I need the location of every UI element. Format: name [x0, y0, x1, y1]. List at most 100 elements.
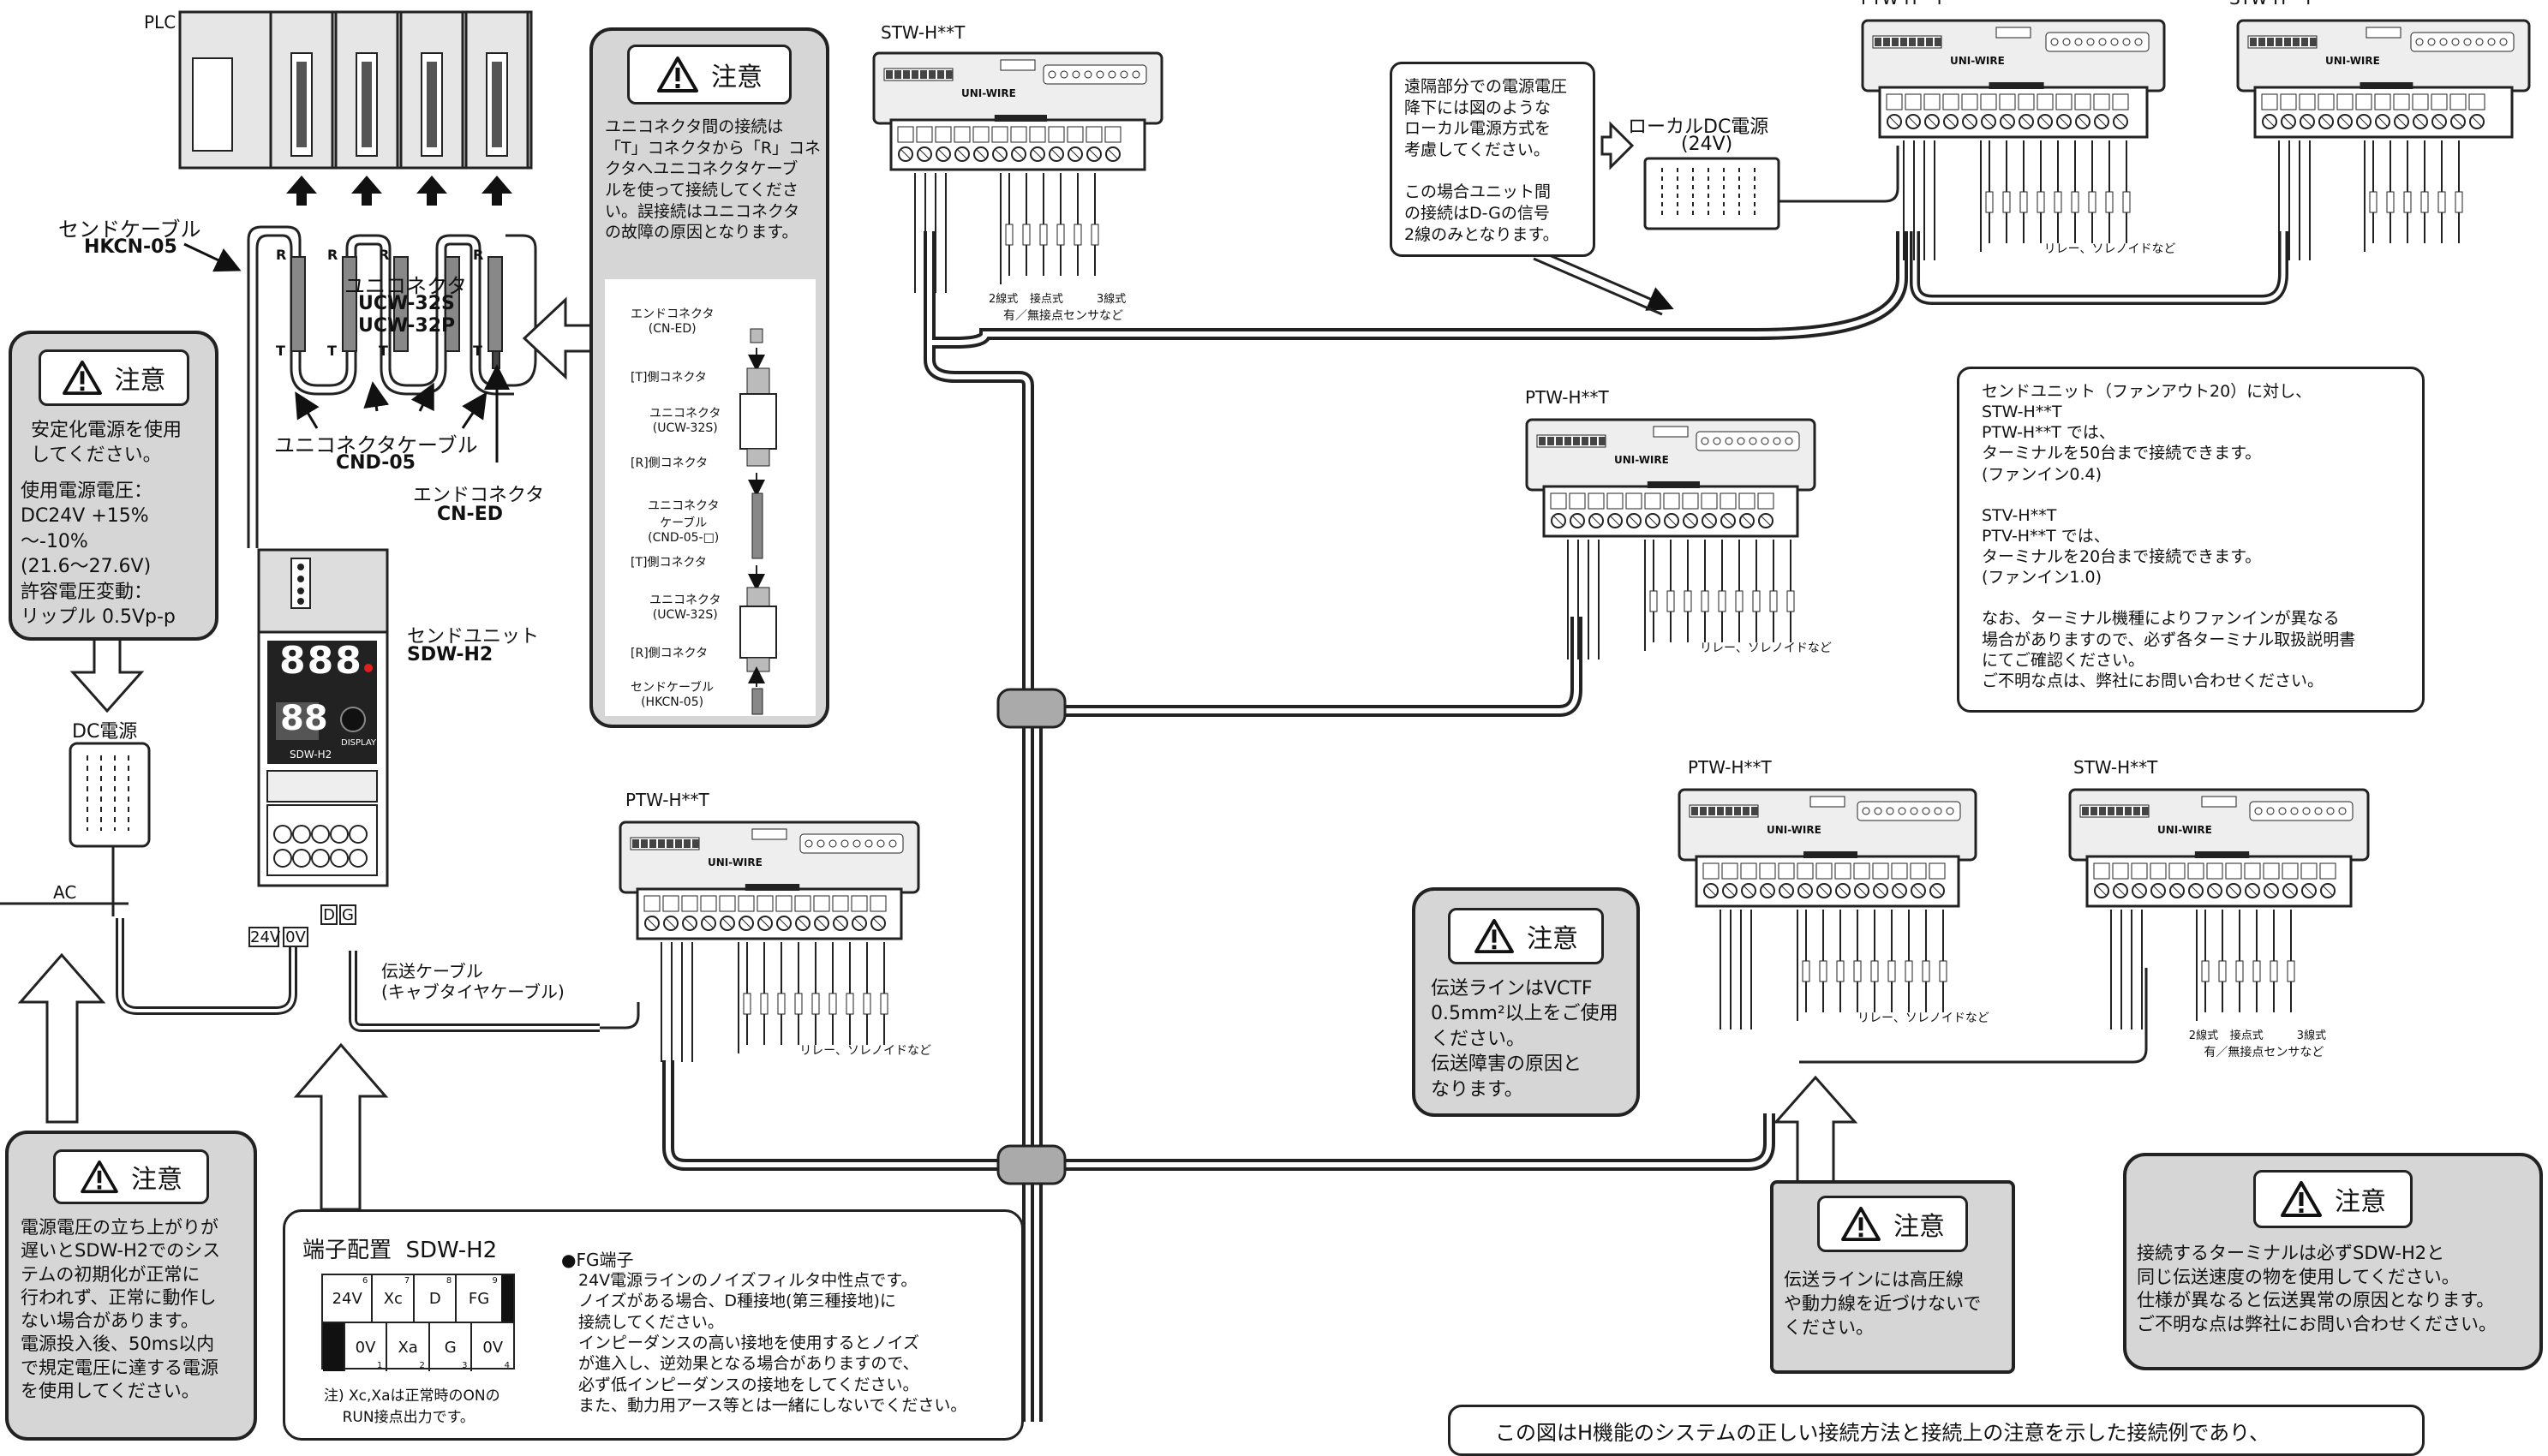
send-unit-display1: 888: [279, 639, 363, 683]
startup-note: 注意 電源電圧の立ち上がりが 遅いとSDW-H2でのシス テムの初期化が正常に …: [5, 1131, 257, 1441]
terminal-cell-num: 7: [404, 1276, 410, 1286]
terminal-cell-label: G: [444, 1338, 457, 1357]
terminal-body-drawing: [872, 51, 1163, 171]
sensor-type-label: 2線式: [989, 293, 1019, 306]
fg-text: 24V電源ラインのノイズフィルタ中性点です。 ノイズがある場合、D種接地(第三種…: [578, 1271, 967, 1415]
terminal-model: PTW-H**T: [1525, 387, 1609, 408]
sensor-type-label: 3線式: [1097, 293, 1127, 306]
terminal-wiring: [661, 942, 888, 1062]
uni-connector-cable-label: ユニコネクタケーブル: [274, 433, 478, 457]
cable-clamp: [996, 688, 1067, 729]
t-mark: T: [473, 343, 482, 359]
terminal-model: STW-H**T: [2073, 757, 2158, 778]
terminal-body-drawing: [619, 820, 920, 940]
terminal-model: PTW-H**T: [1861, 0, 1945, 9]
fg-title: ●FG端子: [561, 1250, 634, 1270]
legend-item: [T]側コネクタ: [631, 556, 707, 570]
connector-note: 注意 ユニコネクタ間の接続は 「T」コネクタから「R」コネ クタへユニコネクタケ…: [589, 27, 829, 728]
terminal-cell-num: 4: [504, 1361, 511, 1370]
legend-item: エンドコネクタ (CN-ED): [631, 307, 715, 336]
uni-connector-cable-model: CND-05: [336, 452, 416, 474]
terminal-g: G: [339, 904, 356, 925]
plc-label: PLC: [144, 12, 176, 33]
terminal-wiring: [914, 173, 1099, 293]
local-dc-sub: (24V): [1681, 134, 1733, 155]
send-unit-model: SDW-H2: [407, 644, 493, 665]
t-mark: T: [327, 343, 337, 359]
caution-header: 注意: [2253, 1170, 2413, 1228]
terminal-wiring: [1720, 910, 1947, 1029]
vctf-note: 注意 伝送ラインはVCTF 0.5mm²以上をご使用 ください。 伝送障害の原因…: [1412, 887, 1640, 1117]
relay-label: リレー、ソレノイドなど: [1857, 1011, 1989, 1025]
trans-cable-label: 伝送ケーブル: [381, 961, 483, 982]
legend-item: センドケーブル (HKCN-05): [631, 681, 715, 709]
terminal-cell-num: 6: [362, 1276, 368, 1286]
power-note-text1: 安定化電源を使用 してください。: [31, 420, 182, 467]
local-dc-power: [1643, 146, 1899, 230]
terminal-unit: STW-H**T UNI-WIRE: [2068, 757, 2370, 947]
terminal-cell-label: FG: [468, 1289, 490, 1308]
send-unit-panel-model: SDW-H2: [290, 749, 332, 761]
relay-label: リレー、ソレノイドなど: [799, 1044, 932, 1058]
power-note: 注意 安定化電源を使用 してください。 使用電源電圧： DC24V +15%～-…: [9, 331, 218, 641]
dc-power-supply: [0, 742, 151, 916]
terminal-cell-label: Xc: [383, 1289, 403, 1308]
uni-wire-label: UNI-WIRE: [961, 87, 1016, 99]
terminal-cell: [323, 1323, 344, 1371]
highvoltage-note: 注意 伝送ラインには高圧線 や動力線を近づけないで ください。: [1770, 1180, 2015, 1374]
terminal-layout-title: 端子配置 SDW-H2: [302, 1238, 498, 1263]
uni-connectors: [290, 256, 503, 369]
legend-item: ユニコネクタ (UCW-32S): [649, 407, 721, 435]
local-power-note-text: 遠隔部分での電源電圧 降下には図のような ローカル電源方式を 考慮してください。…: [1404, 77, 1568, 244]
terminal-24v: 24V: [248, 927, 281, 947]
terminal-unit: STW-H**T UNI-WIRE: [2229, 0, 2531, 178]
caution-header: 注意: [1448, 908, 1604, 964]
warning-icon: [1474, 918, 1514, 954]
ac-label: AC: [53, 882, 77, 903]
r-mark: R: [379, 247, 390, 263]
fanin-note-text: センドユニット（ファンアウト20）に対し、 STW-H**T PTW-H**T …: [1982, 382, 2356, 690]
vctf-note-text: 伝送ラインはVCTF 0.5mm²以上をご使用 ください。 伝送障害の原因と な…: [1431, 978, 1618, 1101]
terminal-cell-label: 0V: [355, 1338, 376, 1357]
warning-icon: [1841, 1206, 1881, 1242]
speed-note-text: 接続するターミナルは必ずSDW-H2と 同じ伝送速度の物を使用してください。 仕…: [2137, 1243, 2497, 1335]
r-mark: R: [473, 247, 484, 263]
caution-header: 注意: [1817, 1196, 1968, 1252]
fanin-note: センドユニット（ファンアウト20）に対し、 STW-H**T PTW-H**T …: [1957, 367, 2425, 713]
terminal-wiring: [2278, 140, 2463, 260]
terminal-cell-num: 8: [446, 1276, 452, 1286]
uni-wire-label: UNI-WIRE: [1950, 55, 2005, 67]
terminal-0v: 0V: [283, 927, 308, 947]
terminal-wiring: [1903, 140, 2131, 260]
cable-clamp: [996, 1144, 1067, 1185]
highvoltage-note-text: 伝送ラインには高圧線 や動力線を近づけないで ください。: [1784, 1269, 1982, 1339]
relay-label: リレー、ソレノイドなど: [2043, 242, 2176, 256]
terminal-model: STW-H**T: [2229, 0, 2313, 9]
uni-wire-label: UNI-WIRE: [2157, 824, 2212, 836]
t-mark: T: [379, 343, 388, 359]
sensor-label: 有／無接点センサなど: [1003, 309, 1123, 323]
sensor-type-label: 2線式: [2188, 1029, 2219, 1042]
power-note-text2: 使用電源電圧： DC24V +15%～-10% (21.6～27.6V) 許容電…: [21, 480, 176, 629]
legend-item: ユニコネクタ (UCW-32S): [649, 594, 721, 622]
uni-wire-label: UNI-WIRE: [1614, 454, 1669, 466]
legend-item: [T]側コネクタ: [631, 371, 707, 385]
terminal-model: PTW-H**T: [1688, 757, 1772, 778]
warning-icon: [657, 57, 698, 92]
uni-wire-label: UNI-WIRE: [1767, 824, 1821, 836]
terminal-cell-blank: [500, 1275, 513, 1322]
uni-wire-label: UNI-WIRE: [2325, 55, 2380, 67]
terminal-cell-num: 2: [419, 1361, 425, 1370]
uni-connector-model2: UCW-32P: [358, 315, 456, 337]
dc-power-label: DC電源: [72, 721, 138, 743]
terminal-d: D: [320, 904, 338, 925]
caution-header: 注意: [38, 349, 189, 406]
